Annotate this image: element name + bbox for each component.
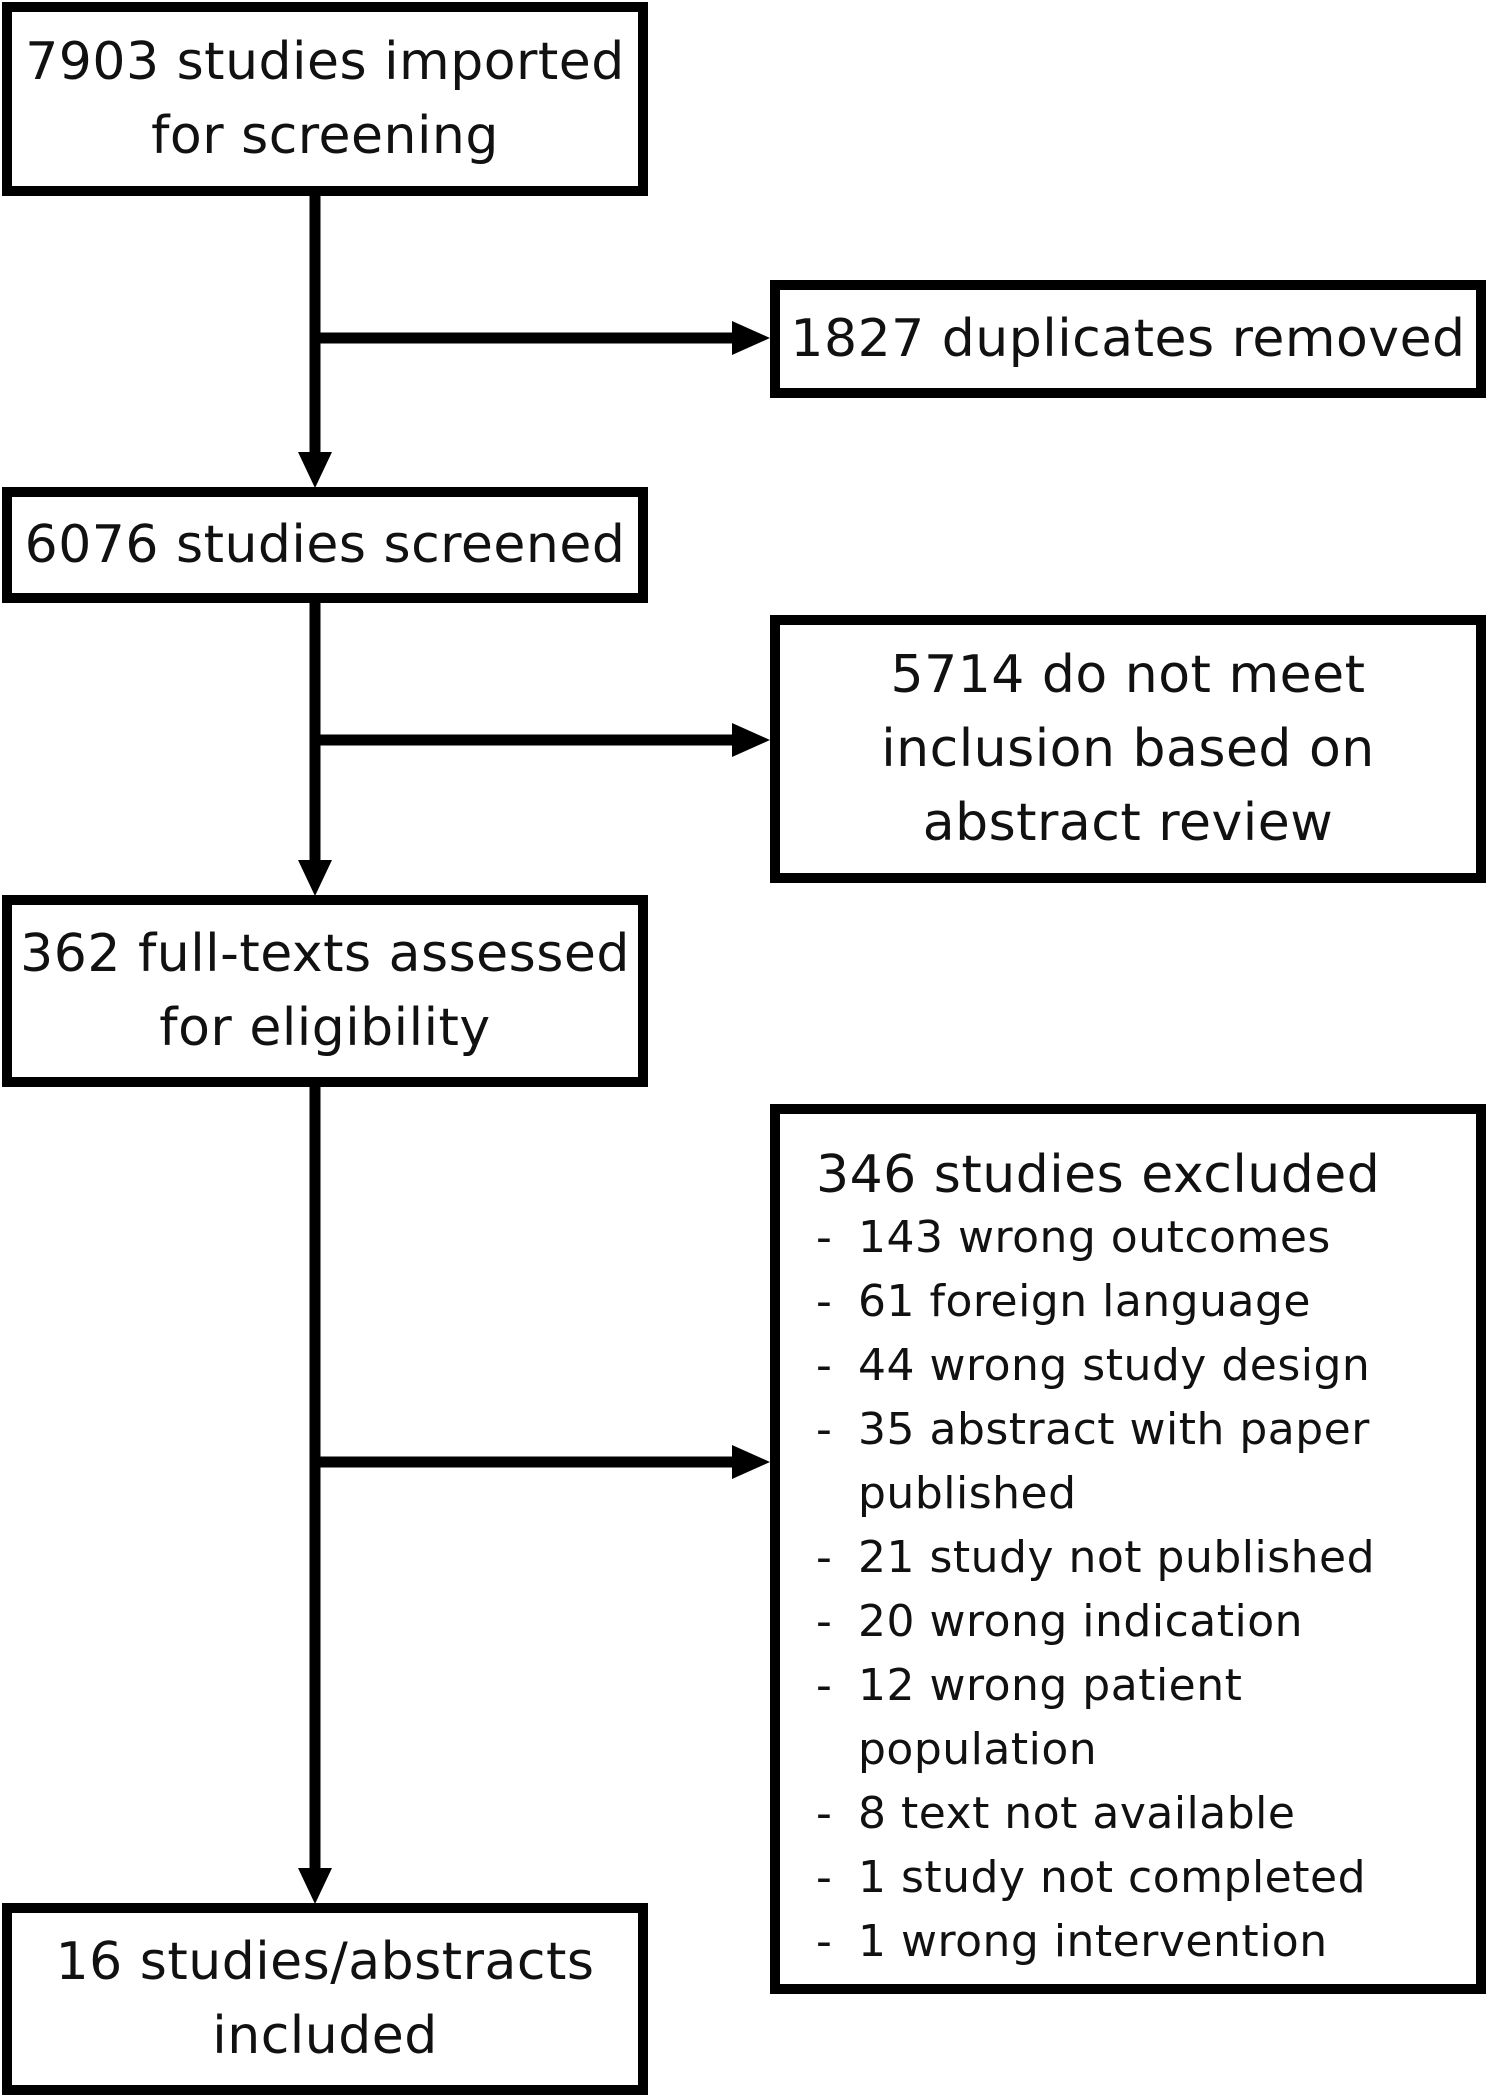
exclusion-reasons-list: 143 wrong outcomes 61 foreign language 4… — [816, 1206, 1476, 1974]
spine-arrow-3-head — [298, 1868, 332, 1904]
box-text-line: 362 full-texts assessed — [20, 924, 630, 984]
exclusion-reason: 35 abstract with paper published — [816, 1398, 1398, 1526]
exclusion-reason: 1 wrong intervention — [816, 1910, 1398, 1974]
box-text-line: 1827 duplicates removed — [790, 309, 1466, 369]
exclusions-title: 346 studies excluded — [816, 1145, 1381, 1205]
studies-screened-box: 6076 studies screened — [2, 487, 648, 603]
full-texts-assessed-box: 362 full-texts assessed for eligibility — [2, 895, 648, 1087]
box-text-line: included — [212, 2006, 438, 2066]
exclusion-reason: 61 foreign language — [816, 1270, 1398, 1334]
studies-imported-box: 7903 studies imported for screening — [2, 2, 648, 196]
branch-arrow-duplicates-head — [732, 321, 770, 355]
box-text-line: 7903 studies imported — [25, 32, 625, 92]
exclusion-reason: 21 study not published — [816, 1526, 1398, 1590]
box-text-line: inclusion based on — [881, 719, 1375, 779]
box-text-line: 6076 studies screened — [24, 515, 626, 575]
studies-included-box: 16 studies/abstracts included — [2, 1903, 648, 2095]
abstract-excluded-box: 5714 do not meet inclusion based on abst… — [770, 615, 1486, 883]
box-text-line: for screening — [151, 106, 499, 166]
box-text-line: for eligibility — [159, 998, 491, 1058]
box-text-line: abstract review — [922, 793, 1334, 853]
exclusion-reason: 1 study not completed — [816, 1846, 1398, 1910]
branch-arrow-excluded-head — [732, 1445, 770, 1479]
exclusion-reason: 8 text not available — [816, 1782, 1398, 1846]
branch-arrow-abstract-head — [732, 723, 770, 757]
duplicates-removed-box: 1827 duplicates removed — [770, 280, 1486, 398]
exclusion-reason: 143 wrong outcomes — [816, 1206, 1398, 1270]
exclusion-reason: 20 wrong indication — [816, 1590, 1398, 1654]
exclusion-reason: 12 wrong patient population — [816, 1654, 1398, 1782]
box-text-line: 16 studies/abstracts — [55, 1932, 595, 1992]
spine-arrow-1-head — [298, 452, 332, 488]
spine-arrow-2-head — [298, 860, 332, 896]
full-text-exclusions-box: 346 studies excluded 143 wrong outcomes … — [770, 1104, 1486, 1994]
box-text-line: 5714 do not meet — [890, 645, 1366, 705]
exclusion-reason: 44 wrong study design — [816, 1334, 1398, 1398]
